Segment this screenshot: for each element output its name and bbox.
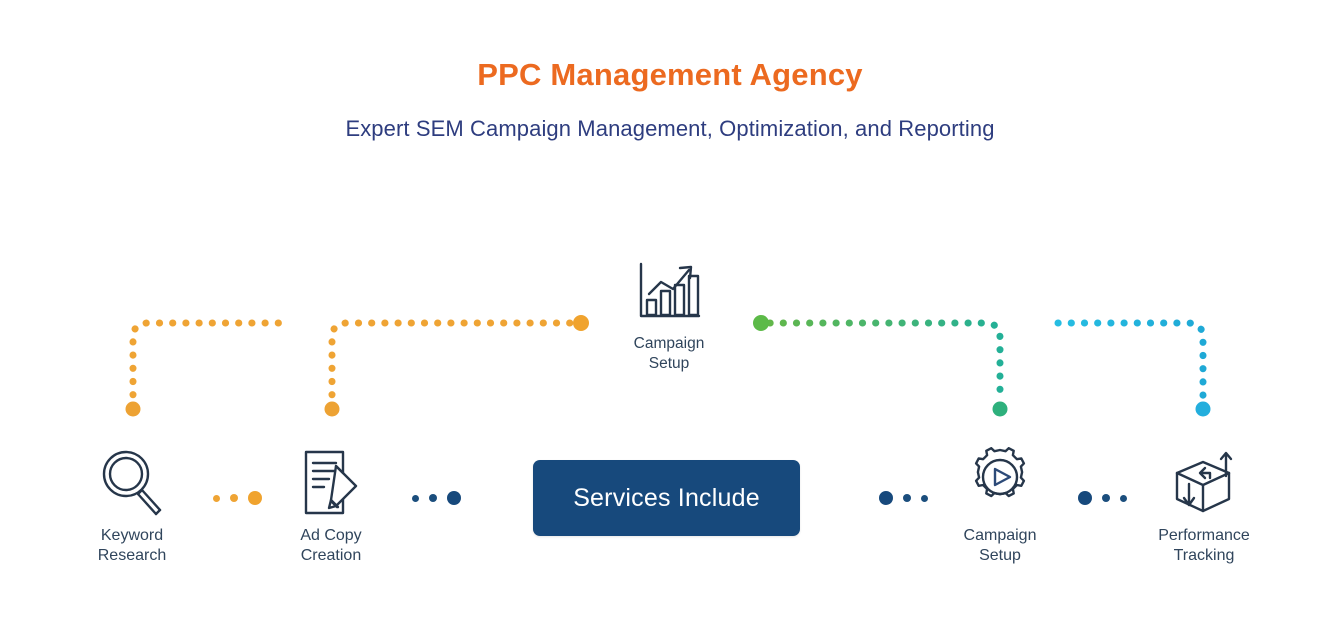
node-keyword-research[interactable]: Keyword Research bbox=[57, 446, 207, 567]
services-include-badge[interactable]: Services Include bbox=[533, 460, 800, 536]
page-title: PPC Management Agency bbox=[477, 57, 863, 92]
campaign-setup-right-path bbox=[753, 315, 1008, 417]
node-ad-copy-creation[interactable]: Ad Copy Creation bbox=[256, 446, 406, 567]
services-include-label: Services Include bbox=[573, 483, 760, 512]
bar-chart-growth-icon bbox=[594, 254, 744, 328]
node-label: Ad Copy Creation bbox=[300, 527, 362, 565]
node-campaign-setup-top[interactable]: Campaign Setup bbox=[594, 254, 744, 374]
keyword-research-path bbox=[125, 319, 285, 417]
box-arrows-icon bbox=[1129, 446, 1279, 520]
node-label: Performance Tracking bbox=[1158, 527, 1250, 565]
dot-run-badge-to-campaign bbox=[879, 488, 928, 508]
page-subtitle: Expert SEM Campaign Management, Optimiza… bbox=[345, 116, 995, 142]
magnifying-glass-icon bbox=[57, 446, 207, 520]
dot-run-campaign-to-performance bbox=[1078, 488, 1127, 508]
ad-copy-creation-path bbox=[324, 315, 589, 417]
dot-run-adcopy-to-badge bbox=[412, 488, 461, 508]
node-label: Campaign Setup bbox=[963, 527, 1037, 565]
document-pencil-icon bbox=[256, 446, 406, 520]
gear-play-icon bbox=[925, 446, 1075, 520]
node-performance-tracking[interactable]: Performance Tracking bbox=[1129, 446, 1279, 567]
performance-tracking-path bbox=[1054, 319, 1211, 417]
node-campaign-setup-right[interactable]: Campaign Setup bbox=[925, 446, 1075, 567]
dot-run-keyword-to-adcopy bbox=[213, 488, 262, 508]
node-label: Keyword Research bbox=[97, 527, 167, 565]
header: PPC Management Agency Expert SEM Campaig… bbox=[0, 0, 1340, 141]
node-label: Campaign Setup bbox=[633, 335, 705, 372]
